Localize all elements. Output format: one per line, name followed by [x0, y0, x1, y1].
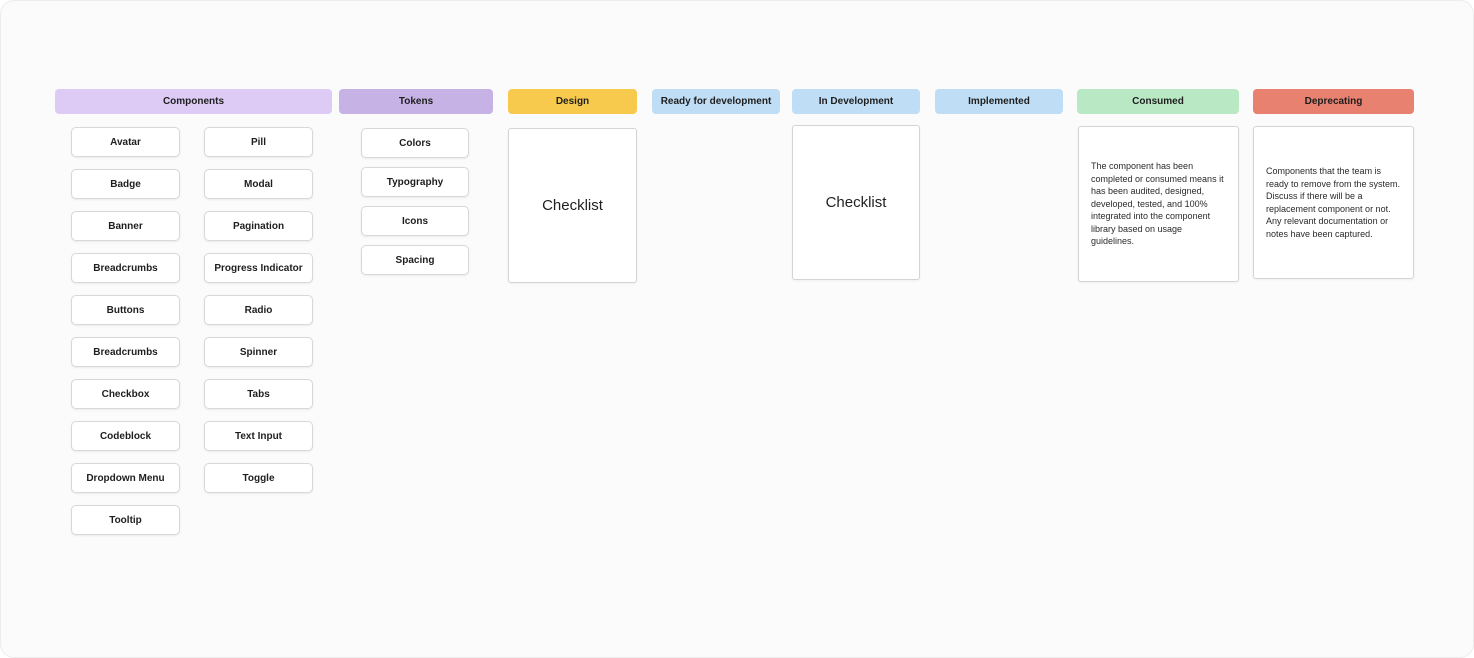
card-label: Banner [108, 220, 143, 232]
card-spacing[interactable]: Spacing [361, 245, 469, 275]
column-header-label: Components [162, 96, 225, 107]
column-header-label: Ready for development [660, 96, 772, 107]
card-label: Text Input [234, 430, 283, 442]
card-badge[interactable]: Badge [71, 169, 180, 199]
column-header-label: Consumed [1132, 96, 1184, 107]
tokens-card-stack: Colors Typography Icons Spacing [361, 128, 469, 275]
card-avatar[interactable]: Avatar [71, 127, 180, 157]
card-colors[interactable]: Colors [361, 128, 469, 158]
card-dropdown-menu[interactable]: Dropdown Menu [71, 463, 180, 493]
column-header-ready-for-development[interactable]: Ready for development [652, 89, 780, 114]
card-label: Modal [244, 178, 273, 190]
column-header-deprecating[interactable]: Deprecating [1253, 89, 1414, 114]
card-label: Tooltip [109, 514, 142, 526]
card-modal[interactable]: Modal [204, 169, 313, 199]
note-text: The component has been completed or cons… [1091, 161, 1224, 247]
card-label: Progress Indicator [214, 262, 303, 274]
column-header-consumed[interactable]: Consumed [1077, 89, 1239, 114]
card-buttons[interactable]: Buttons [71, 295, 180, 325]
card-banner[interactable]: Banner [71, 211, 180, 241]
card-label: Spacing [395, 254, 435, 266]
card-toggle[interactable]: Toggle [204, 463, 313, 493]
column-header-label: Implemented [968, 96, 1030, 107]
card-label: Typography [386, 176, 444, 188]
card-label: Radio [244, 304, 273, 316]
note-text: Components that the team is ready to rem… [1266, 166, 1401, 239]
card-label: Pagination [232, 220, 285, 232]
card-label: Spinner [239, 346, 278, 358]
card-checkbox[interactable]: Checkbox [71, 379, 180, 409]
deprecating-note-card[interactable]: Components that the team is ready to rem… [1253, 126, 1414, 279]
card-label: Avatar [110, 136, 141, 148]
design-checklist-card[interactable]: Checklist [508, 128, 637, 283]
card-label: Checkbox [101, 388, 150, 400]
card-text-input[interactable]: Text Input [204, 421, 313, 451]
card-label: Tabs [247, 388, 270, 400]
card-icons[interactable]: Icons [361, 206, 469, 236]
card-label: Badge [110, 178, 141, 190]
card-tabs[interactable]: Tabs [204, 379, 313, 409]
column-header-tokens[interactable]: Tokens [339, 89, 493, 114]
card-label: Breadcrumbs [93, 262, 158, 274]
column-header-label: Tokens [398, 96, 434, 107]
card-radio[interactable]: Radio [204, 295, 313, 325]
card-breadcrumbs[interactable]: Breadcrumbs [71, 253, 180, 283]
components-card-stack-right: Pill Modal Pagination Progress Indicator… [204, 127, 313, 493]
column-header-label: In Development [818, 96, 894, 107]
card-label: Buttons [106, 304, 145, 316]
card-label: Colors [399, 137, 431, 149]
column-header-implemented[interactable]: Implemented [935, 89, 1063, 114]
in-development-checklist-card[interactable]: Checklist [792, 125, 920, 280]
card-label: Dropdown Menu [86, 472, 165, 484]
column-header-components[interactable]: Components [55, 89, 332, 114]
card-breadcrumbs-2[interactable]: Breadcrumbs [71, 337, 180, 367]
card-label: Codeblock [99, 430, 152, 442]
column-header-label: Design [555, 96, 590, 107]
card-progress-indicator[interactable]: Progress Indicator [204, 253, 313, 283]
consumed-note-card[interactable]: The component has been completed or cons… [1078, 126, 1239, 282]
column-header-label: Deprecating [1304, 96, 1363, 107]
card-pagination[interactable]: Pagination [204, 211, 313, 241]
card-label: Toggle [242, 472, 275, 484]
components-card-stack-left: Avatar Badge Banner Breadcrumbs Buttons … [71, 127, 180, 535]
card-label: Pill [250, 136, 266, 148]
column-header-in-development[interactable]: In Development [792, 89, 920, 114]
card-codeblock[interactable]: Codeblock [71, 421, 180, 451]
card-tooltip[interactable]: Tooltip [71, 505, 180, 535]
column-header-design[interactable]: Design [508, 89, 637, 114]
checklist-label: Checklist [825, 194, 887, 211]
card-spinner[interactable]: Spinner [204, 337, 313, 367]
card-label: Icons [401, 215, 429, 227]
checklist-label: Checklist [542, 197, 603, 214]
card-label: Breadcrumbs [93, 346, 158, 358]
card-typography[interactable]: Typography [361, 167, 469, 197]
card-pill[interactable]: Pill [204, 127, 313, 157]
